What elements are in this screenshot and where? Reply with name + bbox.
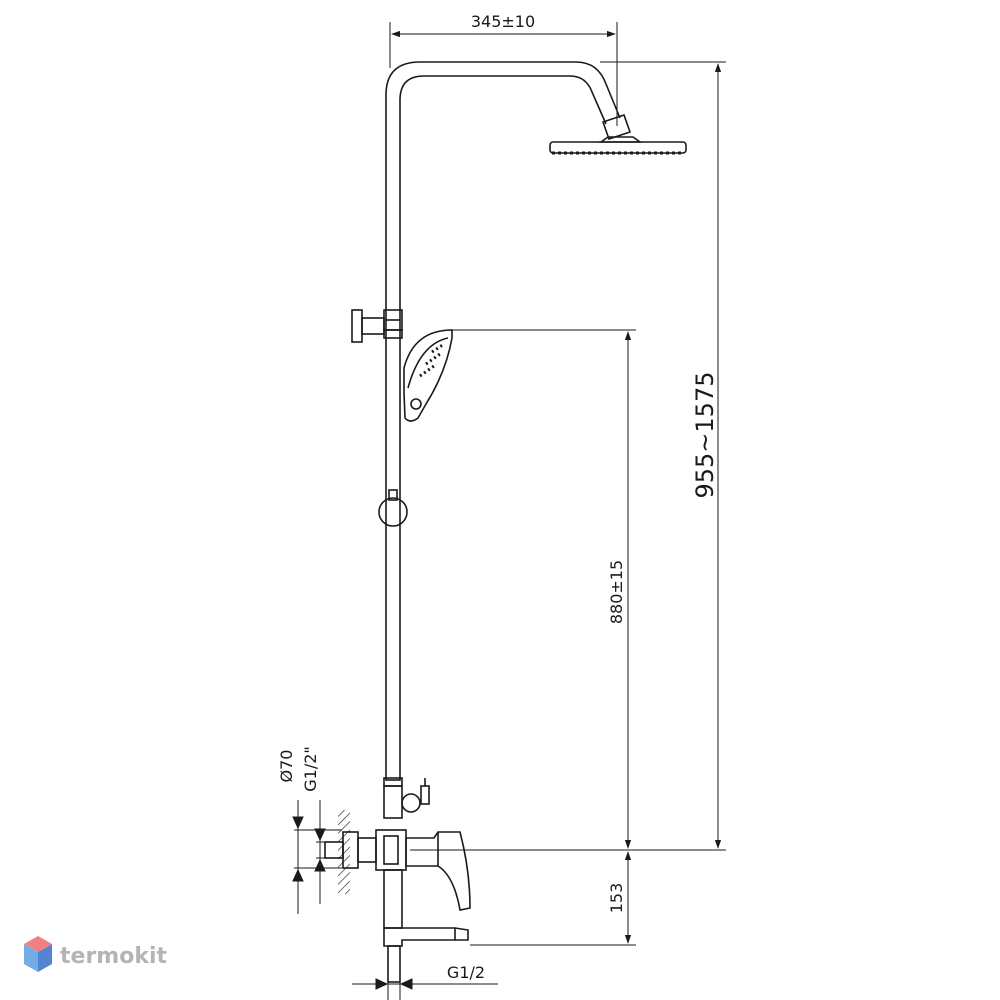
mixer-body [375,829,471,911]
dim-total-height-text: 955~1575 [691,372,719,499]
dim-flange-text: Ø70 [277,750,296,783]
dim-holder-height-text: 880±15 [607,560,626,624]
dimension-lines [292,22,726,1000]
diverter [383,777,430,819]
wall-bracket [351,309,403,343]
shower-rail-assembly [324,61,687,983]
overhead-arm [385,61,621,320]
bottom-outlet [387,945,401,983]
termokit-logo: termokit [24,936,167,972]
rain-shower-head [549,136,687,155]
dim-spout-height-text: 153 [607,883,626,914]
vertical-rail [385,319,401,781]
eccentric-connector [324,831,377,869]
hand-shower [403,329,453,422]
wall-section-hatch [338,810,350,894]
dim-bottom-thread-text: G1/2 [447,963,485,982]
dim-inlet-thread-text: G1/2" [301,746,320,792]
bath-spout [383,869,469,947]
logo-cube-left-icon [24,944,38,972]
watermark-brand-text: termokit [60,944,167,969]
logo-cube-right-icon [38,944,52,972]
dim-top-width-text: 345±10 [471,12,535,31]
slider-knob [378,489,408,527]
